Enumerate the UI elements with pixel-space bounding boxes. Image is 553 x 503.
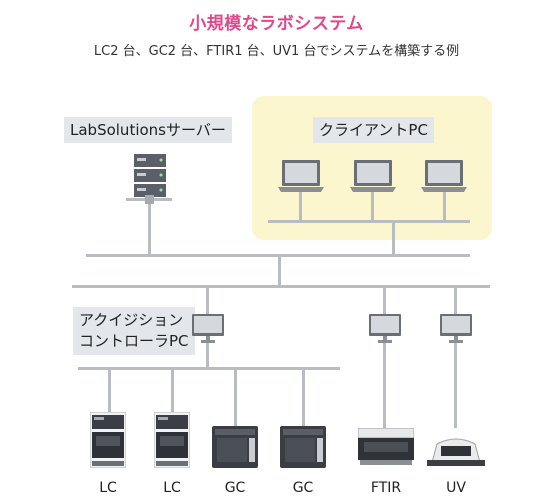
instrument-label-gc-2: GC [292,480,314,496]
acq-pc-drop [206,342,209,368]
gc1-drop [234,369,237,427]
instrument-label-lc-1: LC [99,480,117,496]
monitor-icon [192,314,224,343]
acquisition-pc-label: アクイジション コントローラPC [73,307,195,355]
ftir-instrument-icon [358,428,414,465]
server-hub-node [145,195,154,204]
uv-instrument-icon [427,438,485,466]
main-bus [72,285,490,288]
client-pc-label: クライアントPC [313,117,434,143]
page-title: 小規模なラボシステム [189,14,364,34]
laptop-icon [421,160,467,192]
server-label: LabSolutionsサーバー [64,117,232,143]
page-subtitle: LC2 台、GC2 台、FTIR1 台、UV1 台でシステムを構築する例 [93,44,460,59]
lc1-drop [108,369,111,413]
acquisition-pc-label-line2: コントローラPC [79,332,189,350]
lc-instrument-icon [154,412,190,468]
monitor-icon [369,314,401,343]
ftir-pc-riser [383,287,386,315]
acquisition-pc-label-line1: アクイジション [79,311,184,329]
uv-pc-drop [454,342,457,428]
center-link [278,256,281,286]
client-riser-3 [443,192,446,220]
monitor-icon [440,314,472,343]
laptop-icon [350,160,396,192]
upper-bus [86,254,470,257]
gc2-drop [302,369,305,427]
gc-instrument-icon [280,426,326,468]
lc2-drop [171,369,174,413]
server-riser [148,196,151,256]
instrument-label-lc-2: LC [163,480,181,496]
laptop-icon [278,160,324,192]
instrument-bus [78,367,340,370]
acq-pc-riser [206,287,209,315]
client-riser-1 [299,192,302,220]
client-riser-2 [371,192,374,220]
uv-pc-riser [454,287,457,315]
instrument-label-ftir: FTIR [370,480,402,496]
instrument-label-gc-1: GC [224,480,246,496]
instrument-label-uv: UV [446,480,466,496]
server-icon [134,154,166,197]
lc-instrument-icon [90,412,126,468]
ftir-pc-drop [383,342,386,428]
client-bus [268,220,470,223]
gc-instrument-icon [212,426,258,468]
client-drop [392,222,395,256]
